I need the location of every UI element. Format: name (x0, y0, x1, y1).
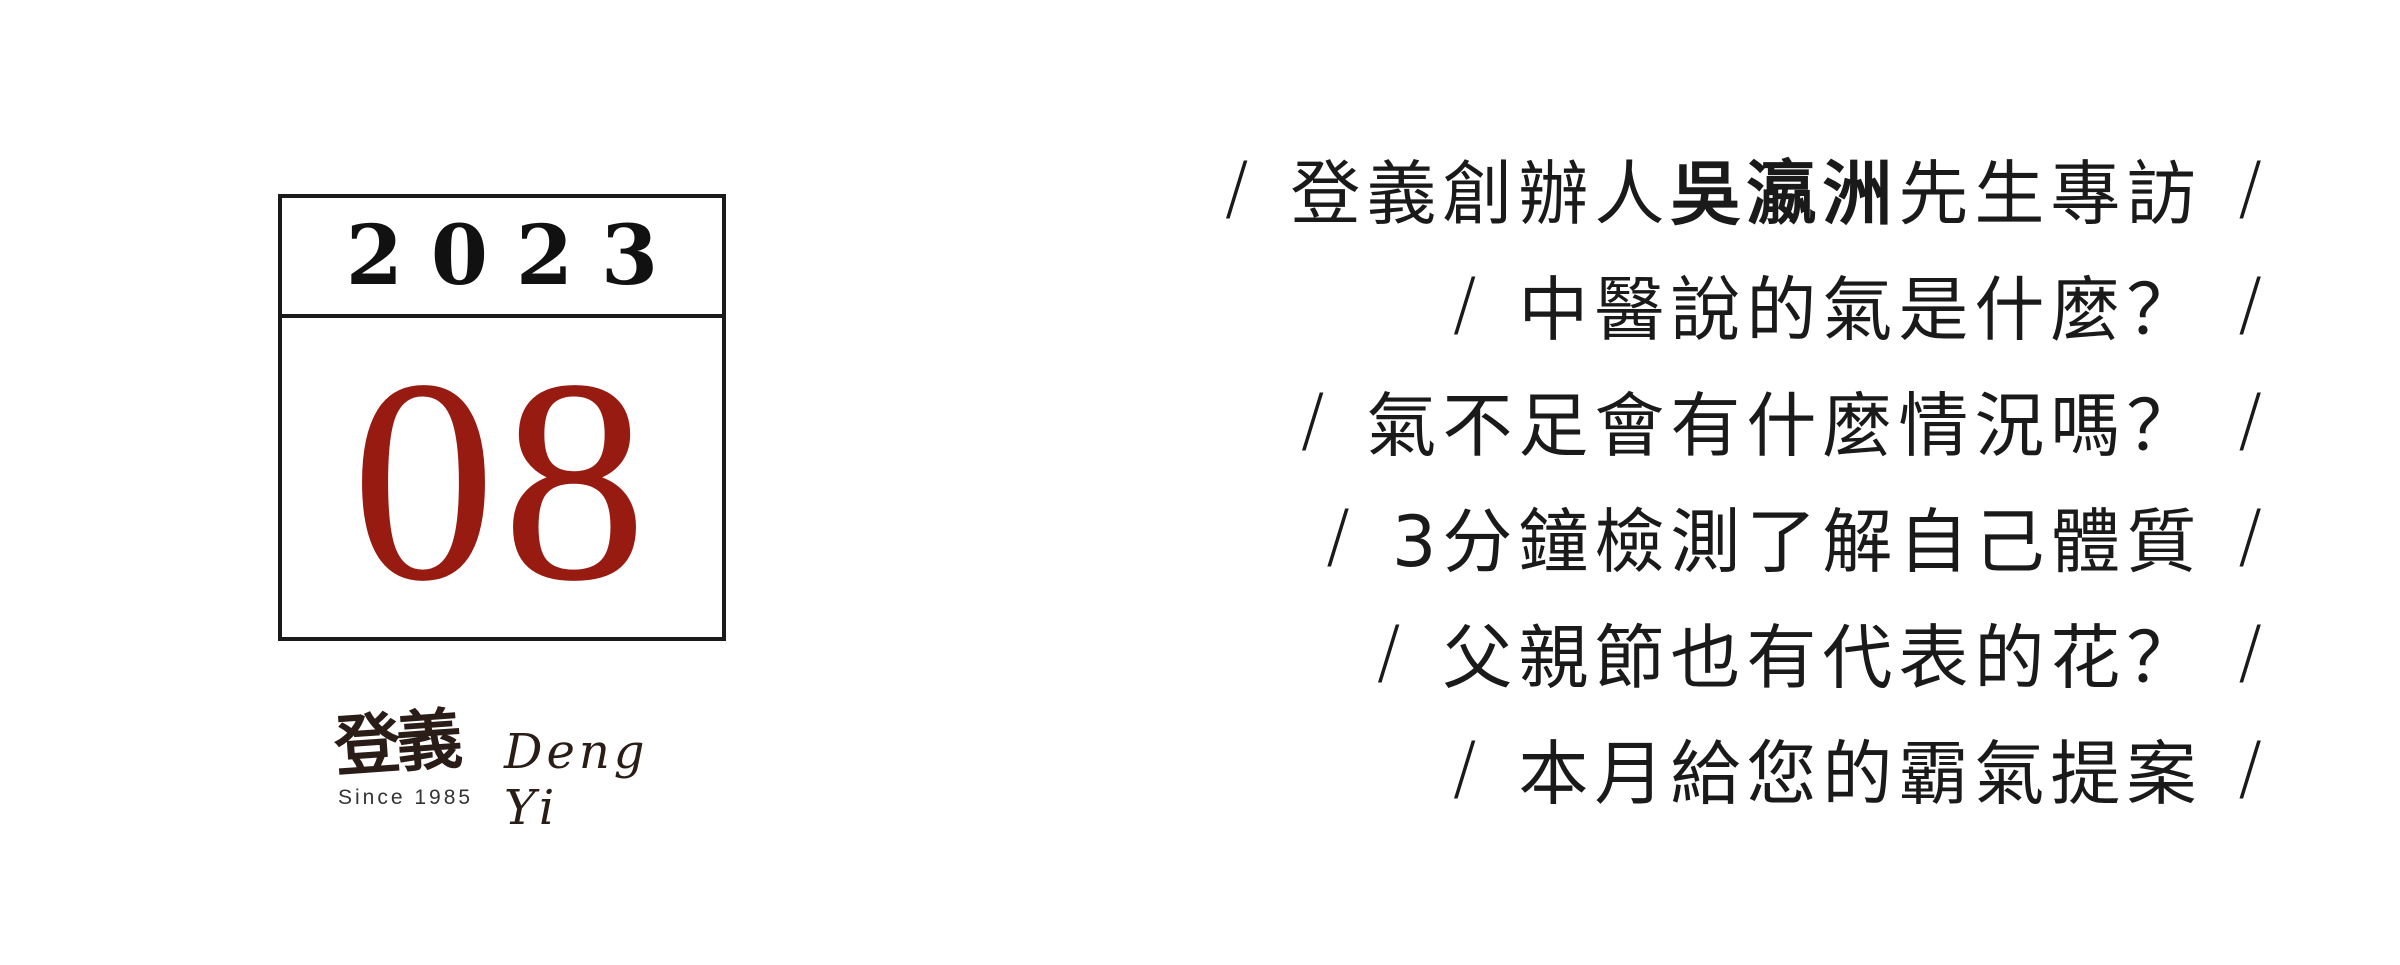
headline-item: / 父親節也有代表的花？ / (868, 594, 2268, 710)
calendar-box: 2023 08 (278, 194, 726, 641)
headline-text-post: 先生專訪 (1898, 152, 2203, 235)
slash-right: / (2238, 611, 2268, 693)
slash-left: / (1376, 611, 1407, 693)
headline-item: / 中醫說的氣是什麼？ / (868, 246, 2268, 362)
calendar-year: 2023 (282, 198, 722, 318)
headline-bold-name: 吳瀛洲 (1670, 152, 1899, 235)
slash-left: / (1452, 263, 1483, 345)
headline-item: / 氣不足會有什麼情況嗎？ / (868, 362, 2268, 478)
headline-text: 父親節也有代表的花？ (1442, 616, 2203, 699)
slash-right: / (2238, 379, 2268, 461)
logo-since: Since 1985 (338, 786, 474, 809)
slash-left: / (1326, 495, 1356, 577)
headline-text: 中醫說的氣是什麼？ (1518, 268, 2203, 351)
headline-text: 登義創辦人 (1290, 152, 1671, 235)
slash-left: / (1452, 727, 1483, 809)
logo-chinese-name: 登義 (331, 699, 461, 787)
headline-text: 3分鐘檢測了解自己體質 (1391, 500, 2203, 583)
headline-text: 本月給您的霸氣提案 (1518, 732, 2203, 815)
slash-left: / (1224, 147, 1255, 229)
headline-text: 氣不足會有什麼情況嗎？ (1366, 384, 2203, 467)
headline-item: / 3分鐘檢測了解自己體質 / (868, 478, 2268, 594)
headline-item: / 登義創辦人 吳瀛洲 先生專訪 / (868, 130, 2268, 246)
slash-right: / (2238, 147, 2268, 229)
headline-list: / 登義創辦人 吳瀛洲 先生專訪 / / 中醫說的氣是什麼？ / / 氣不足會有… (868, 130, 2268, 826)
logo-english-name: Deng Yi (504, 724, 649, 836)
slash-right: / (2238, 495, 2268, 577)
slash-right: / (2238, 727, 2268, 809)
slash-right: / (2238, 263, 2268, 345)
slash-left: / (1300, 379, 1331, 461)
headline-item: / 本月給您的霸氣提案 / (868, 710, 2268, 826)
calendar-month: 08 (351, 319, 653, 641)
brand-logo: 登義 Deng Yi Since 1985 (332, 690, 714, 840)
